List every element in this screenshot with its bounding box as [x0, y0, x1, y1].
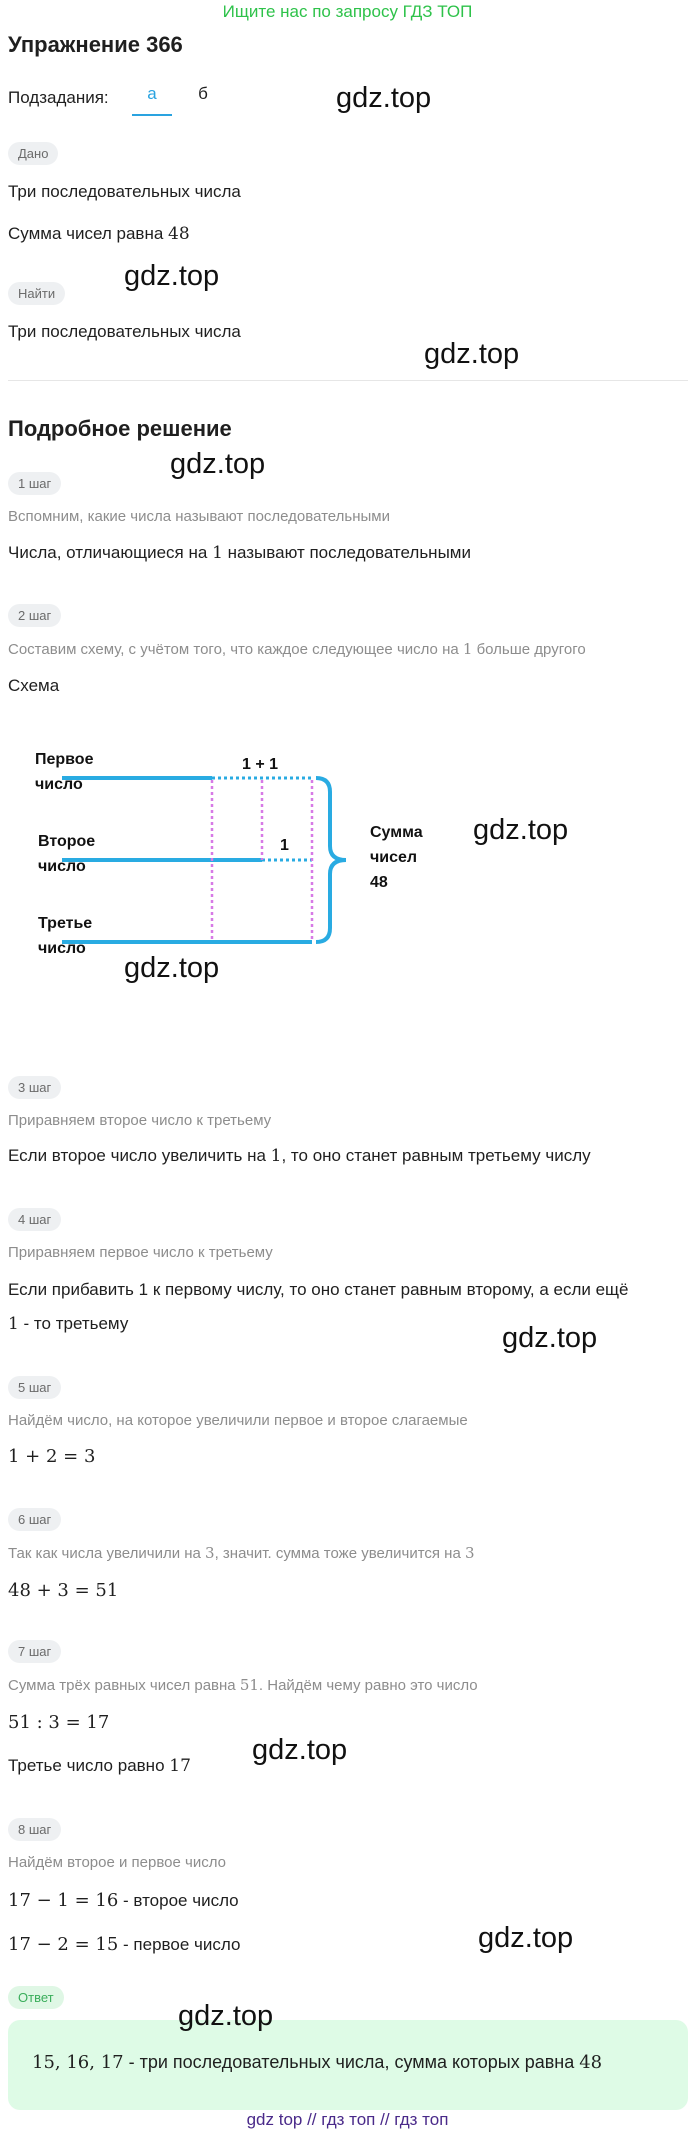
given-line1: Три последовательных числа — [8, 182, 241, 201]
label-one: 1 — [280, 837, 289, 854]
watermark: gdz.top — [473, 814, 569, 846]
solution-title: Подробное решение — [8, 416, 232, 441]
step-text: Если второе число увеличить на 1, то оно… — [8, 1146, 591, 1166]
watermark: gdz.top — [170, 448, 266, 480]
watermark: gdz.top — [424, 338, 520, 370]
step-hint: Вспомним, какие числа называют последова… — [8, 508, 390, 525]
sum-label-3: 48 — [370, 874, 388, 891]
brace-icon — [315, 776, 347, 944]
step-badge: 3 шаг — [8, 1076, 62, 1099]
scheme-diagram: Первое число Второе число Третье число 1… — [35, 751, 423, 957]
step-badge: 4 шаг — [8, 1208, 62, 1231]
watermark: gdz.top — [178, 2000, 274, 2032]
search-banner[interactable]: Ищите нас по запросу ГДЗ ТОП — [222, 2, 473, 21]
watermark: gdz.top — [124, 260, 220, 292]
step-text: Схема — [8, 676, 60, 695]
step-badge: 7 шаг — [8, 1640, 62, 1663]
given-line2: Сумма чисел равна 48 — [8, 224, 190, 244]
step-badge: 1 шаг — [8, 472, 62, 495]
step-formula: 1 + 2 = 3 — [8, 1446, 96, 1467]
watermark: gdz.top — [478, 1922, 574, 1954]
watermark: gdz.top — [502, 1322, 598, 1354]
step-badge: 6 шаг — [8, 1508, 62, 1531]
step-formula-2: 17 − 2 = 15 - первое число — [8, 1934, 241, 1955]
divider — [8, 380, 688, 381]
step-formula: 51 : 3 = 17 — [8, 1712, 110, 1733]
first-label-2: число — [35, 776, 83, 793]
tab-a[interactable]: а — [132, 84, 172, 116]
step-formula-1: 17 − 1 = 16 - второе число — [8, 1890, 239, 1911]
tab-b[interactable]: б — [198, 84, 208, 103]
watermark: gdz.top — [252, 1734, 348, 1766]
step-text: Числа, отличающиеся на 1 называют послед… — [8, 543, 471, 563]
second-label-2: число — [38, 858, 86, 875]
page-title: Упражнение 366 — [8, 32, 183, 57]
step-formula: 48 + 3 = 51 — [8, 1580, 119, 1601]
step-badge: 5 шаг — [8, 1376, 62, 1399]
step-hint: Приравняем первое число к третьему — [8, 1244, 273, 1261]
step-hint: Найдём второе и первое число — [8, 1854, 226, 1871]
step-badge: 8 шаг — [8, 1818, 62, 1841]
second-label-1: Второе — [38, 833, 95, 850]
third-label-1: Третье — [38, 915, 92, 932]
step-text-line2: 1 - то третьему — [8, 1314, 129, 1334]
answer-badge: Ответ — [8, 1986, 64, 2009]
find-badge: Найти — [8, 282, 66, 305]
answer-text: 15, 16, 17 - три последовательных числа,… — [32, 2052, 603, 2073]
given-badge: Дано — [8, 142, 59, 165]
step-text-line1: Если прибавить 1 к первому числу, то оно… — [8, 1280, 629, 1299]
answer-box — [8, 2020, 688, 2110]
step-hint: Составим схему, с учётом того, что каждо… — [8, 640, 586, 658]
step-hint: Сумма трёх равных чисел равна 51. Найдём… — [8, 1676, 478, 1694]
watermark: gdz.top — [124, 952, 220, 984]
subtasks-label: Подзадания: — [8, 88, 109, 107]
third-label-2: число — [38, 940, 86, 957]
step-hint: Приравняем второе число к третьему — [8, 1112, 272, 1129]
step-badge: 2 шаг — [8, 604, 62, 627]
find-line1: Три последовательных числа — [8, 322, 241, 341]
first-label-1: Первое — [35, 751, 94, 768]
step-hint: Так как числа увеличили на 3, значит. су… — [8, 1544, 475, 1562]
step-hint: Найдём число, на которое увеличили перво… — [8, 1412, 468, 1429]
watermark: gdz.top — [336, 82, 432, 114]
sum-label-1: Сумма — [370, 824, 423, 841]
sum-label-2: чисел — [370, 849, 417, 866]
step-text: Третье число равно 17 — [8, 1756, 191, 1776]
label-one-plus-one: 1 + 1 — [242, 756, 278, 773]
footer-links[interactable]: gdz top // гдз топ // гдз топ — [246, 2110, 449, 2129]
